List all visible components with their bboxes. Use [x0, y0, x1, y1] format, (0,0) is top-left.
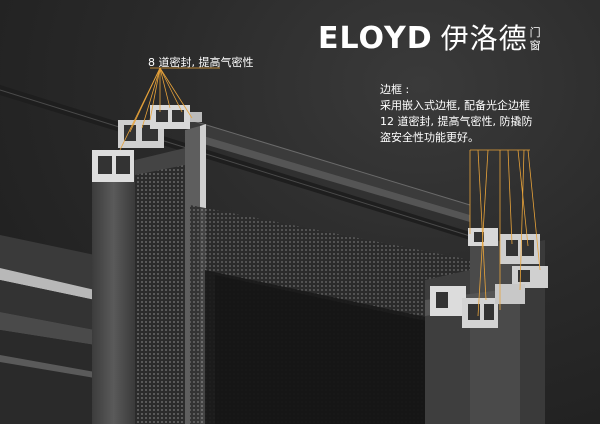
- callout-right-line-4: 盗安全性功能更好。: [380, 131, 479, 144]
- brand-sub-mark: 门 窗: [530, 26, 541, 52]
- brand-wordmark: ELOYD: [318, 21, 433, 56]
- bottom-rails: [0, 235, 95, 424]
- insect-mesh: [135, 165, 470, 424]
- brand-logo: ELOYD 伊洛德 门 窗: [318, 22, 541, 56]
- brand-chinese-name: 伊洛德: [440, 22, 528, 55]
- callout-right-line-1: 边框 :: [380, 83, 410, 96]
- right-profile-section: [430, 228, 548, 328]
- callout-lines-right: [469, 149, 541, 317]
- brand-sub-mark-2: 窗: [529, 39, 541, 52]
- callout-right-line-3: 12 道密封, 提高气密性, 防撬防: [380, 115, 533, 128]
- top-frame-rails: [0, 85, 471, 240]
- brand-sub-mark-1: 门: [529, 26, 541, 39]
- left-profile-section: [92, 105, 202, 182]
- callout-top-text: 8 道密封, 提高气密性: [148, 56, 254, 69]
- callout-right-line-2: 采用嵌入式边框, 配备光企边框: [380, 99, 530, 112]
- callout-lines-top: [119, 67, 220, 151]
- callout-right-text: 边框 : 采用嵌入式边框, 配备光企边框 12 道密封, 提高气密性, 防撬防 …: [380, 82, 532, 146]
